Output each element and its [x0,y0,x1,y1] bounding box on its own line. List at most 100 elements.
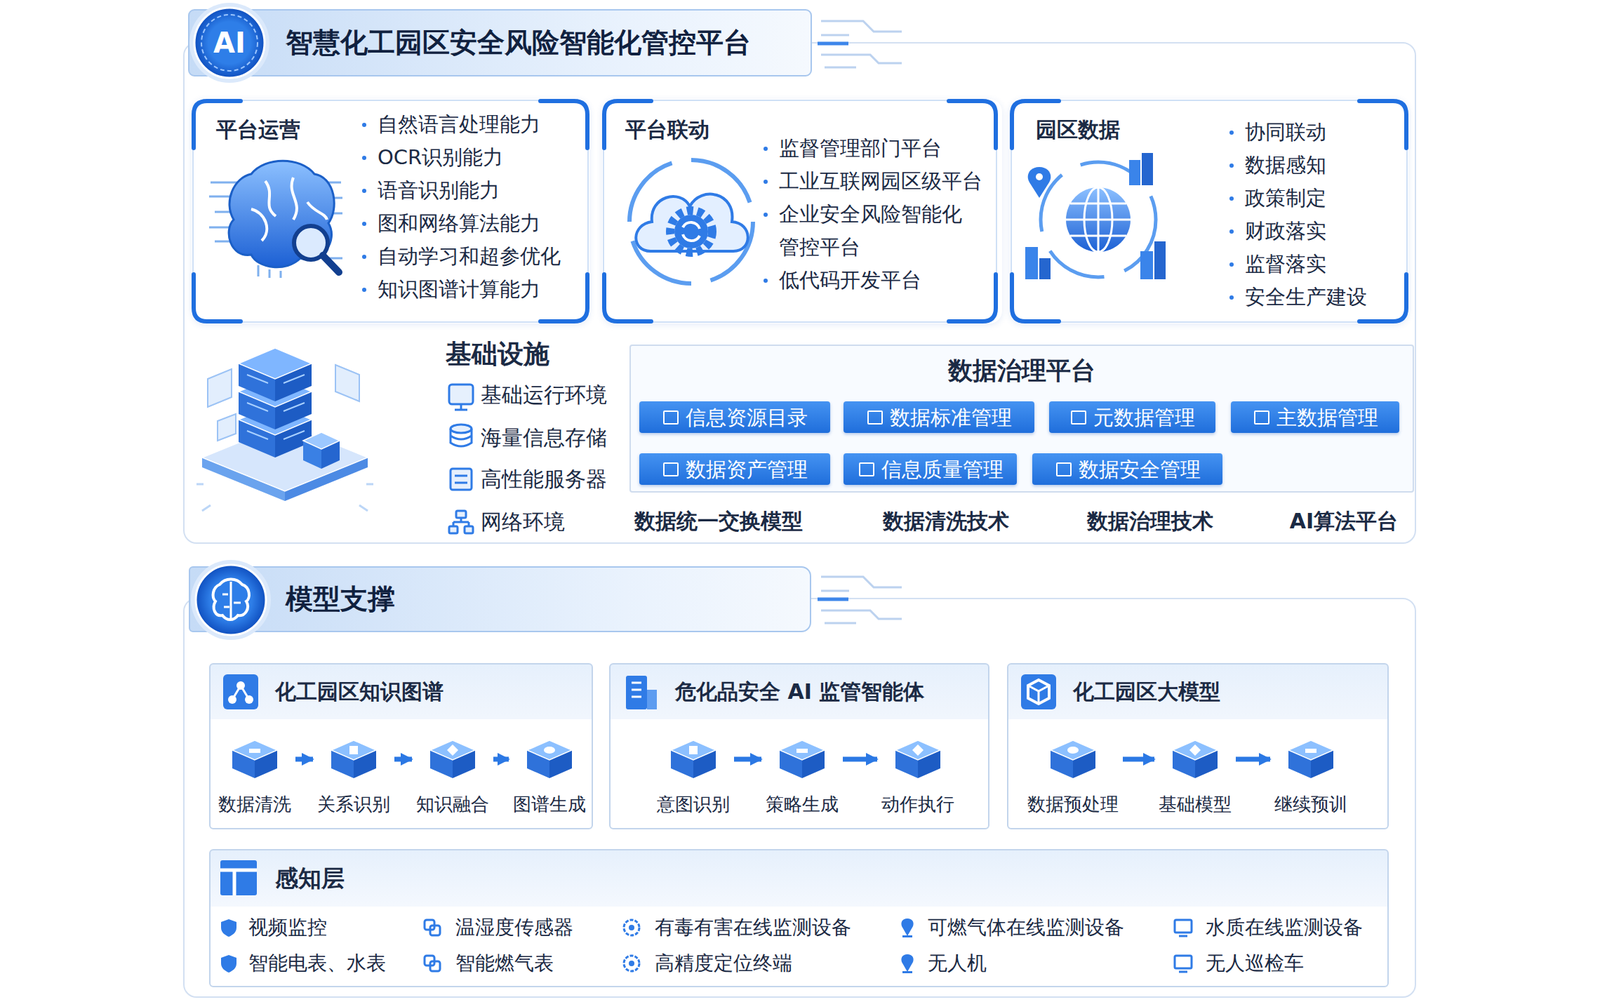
sensor-item: 有毒有害在线监测设备 [654,915,852,941]
decor-shape [1174,920,1192,933]
decor-shape [1178,971,1188,974]
decor-shape [1141,152,1153,186]
decor-shape [1154,241,1166,280]
capability-item: 自动学习和超参优化 [362,240,583,273]
decor-shape [213,579,250,621]
card-heading: 平台联动 [625,115,710,144]
decor-shape [322,255,339,273]
decor-shape [1189,744,1201,756]
header-icon [623,674,660,711]
decor-shape [1025,247,1038,280]
decor-shape [449,384,473,405]
decor-shape [247,430,305,440]
decor-shape [1084,187,1113,252]
decor-shape [1172,740,1218,760]
feature-card: 平台运营自然语言处理能力OCR识别能力语音识别能力图和网络算法能力自动学习和超参… [191,98,590,324]
decor-shape [796,748,808,753]
decor-shape [1288,750,1311,779]
decor-shape [247,374,305,384]
decor-shape [190,560,271,640]
decor-shape [670,750,694,779]
decor-shape [228,160,335,267]
decor-shape [603,100,997,323]
decor-shape [456,510,466,518]
decor-shape [631,682,642,697]
page-title: 智慧化工园区安全风险智能化管控平台 [285,25,751,60]
decor-shape [452,750,476,779]
feature-card: 园区数据协同联动数据感知政策制定财政落实监督落实安全生产建设 [1009,98,1409,324]
feature-card: 平台联动监督管理部门平台工业互联网园区级平台企业安全风险智能化 管控平台低代码开… [602,98,1003,324]
module-button: 数据安全管理 [1032,453,1223,485]
decor-shape [635,194,749,252]
header-icon [223,674,260,711]
decor-shape [331,750,354,779]
sensor-item: 智能燃气表 [455,950,554,977]
step-icon [1168,734,1222,786]
section-panel [183,598,1416,998]
sensing-panel: 感知层视频监控温湿度传感器有毒有害在线监测设备可燃气体在线监测设备水质在线监测设… [209,849,1389,988]
decor-shape [1174,955,1192,969]
process-step: 关系识别 [315,734,393,819]
decor-shape [629,160,753,284]
decor-shape [193,101,588,322]
process-step: 策略生成 [763,734,841,819]
decor-shape [222,581,241,619]
decor-shape [1040,162,1156,278]
section-banner: 模型支撑 [188,566,812,633]
step-icon [228,734,282,786]
module-button: 元数据管理 [1049,401,1216,433]
box-heading: 化工园区大模型 [1072,677,1221,707]
decor-shape [623,920,640,936]
button-label: 数据标准管理 [865,403,1012,432]
process-step: 知识融合 [414,734,492,819]
sensor-item: 温湿度传感器 [455,915,574,941]
decor-shape [353,750,377,779]
decor-shape [625,675,648,710]
decor-shape [430,925,440,936]
infra-label: 基础运行环境 [480,382,608,408]
decor-shape [1172,750,1196,779]
decor-shape [902,935,913,938]
decor-shape [1065,187,1131,252]
module-button: 数据资产管理 [639,453,831,485]
infra-label: 网络环境 [480,509,565,535]
item-list: 监督管理部门平台工业互联网园区级平台企业安全风险智能化 管控平台低代码开发平台 [763,131,996,297]
module-button: 信息资源目录 [639,401,831,433]
decor-shape [901,918,913,937]
decor-shape [1067,746,1079,754]
process-step: 动作执行 [879,734,957,819]
item-list: 自然语言处理能力OCR识别能力语音识别能力图和网络算法能力自动学习和超参优化知识… [362,108,583,306]
button-label: 信息质量管理 [857,455,1004,484]
step-label: 动作执行 [881,791,955,817]
sensor-item: 可燃气体在线监测设备 [927,915,1125,941]
decor-shape [674,214,709,249]
decor-shape [453,517,469,527]
sensor-item: 智能电表、水表 [248,950,386,977]
infra-label: 高性能服务器 [480,466,608,492]
process-step: 数据预处理 [1025,734,1121,819]
decor-shape [1310,750,1334,779]
decor-shape [682,222,700,241]
decor-shape [670,210,713,253]
decor-shape [1129,160,1141,186]
capability-item: 工业互联网园区级平台 [763,164,996,198]
capability-item: 图和网络算法能力 [362,207,583,240]
decor-shape [249,748,261,753]
process-step: 继续预训 [1272,734,1350,819]
step-label: 关系识别 [317,791,391,817]
sensor-item: 无人机 [927,950,987,977]
sensor-item: 高精度定位终端 [654,950,793,977]
decor-shape [1050,740,1096,760]
item-list: 协同联动数据感知政策制定财政落实监督落实安全生产建设 [1229,115,1402,314]
process-step: 意图识别 [654,734,732,819]
decor-shape [247,402,305,412]
step-label: 数据预处理 [1027,791,1119,817]
box-heading: 危化品安全 AI 监管智能体 [675,677,925,707]
step-icon [891,734,945,786]
decor-shape [195,564,266,636]
decor-shape [802,750,825,779]
decor-shape [238,348,312,379]
decor-shape [1028,680,1050,704]
step-icon [775,734,829,786]
decor-shape [901,954,913,972]
